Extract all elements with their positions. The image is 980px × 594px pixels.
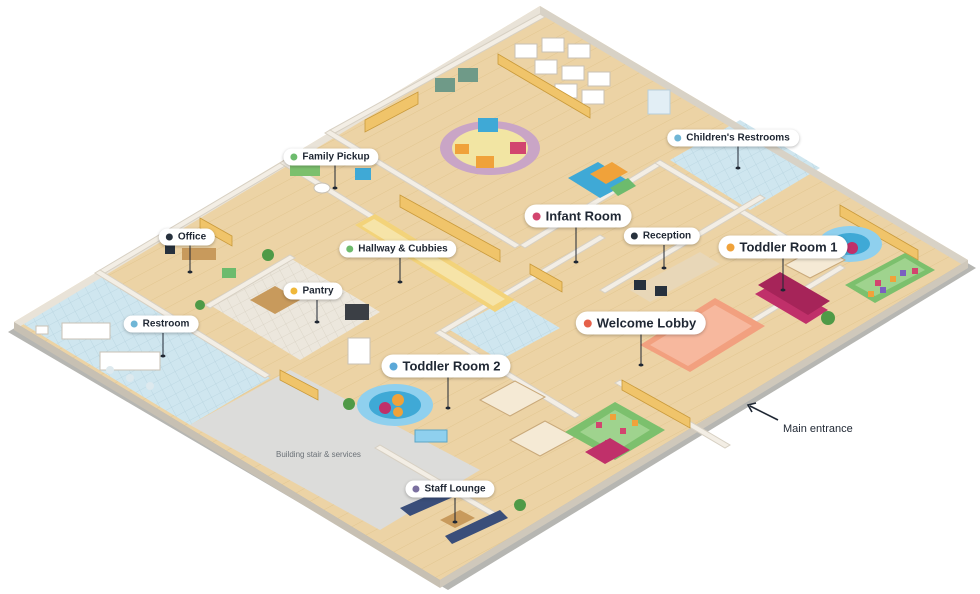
toddler2-restroom-floor (450, 298, 560, 360)
pin-label: Office (177, 231, 207, 243)
pin-staff-lounge[interactable]: Staff Lounge (405, 480, 495, 498)
pin-label: Family Pickup (302, 151, 370, 163)
outer-wall-west (14, 322, 440, 588)
reception-desk (630, 252, 720, 302)
pin-label: Welcome Lobby (596, 315, 697, 331)
pin-hallway-cubbies[interactable]: Hallway & Cubbies (339, 240, 457, 258)
pin-reception[interactable]: Reception (623, 227, 701, 245)
staff-lounge-sofa-b (445, 510, 508, 544)
building-stair-label: Building stair & services (276, 450, 361, 459)
pin-family-pickup[interactable]: Family Pickup (283, 148, 379, 166)
pin-welcome-lobby[interactable]: Welcome Lobby (575, 311, 707, 335)
pin-label: Reception (642, 230, 692, 242)
pin-label: Pantry (302, 285, 334, 297)
staff-lounge-dot (412, 485, 420, 493)
pin-label: Toddler Room 2 (402, 358, 501, 374)
pin-label: Staff Lounge (424, 483, 486, 495)
toddler-room-2-dot (389, 362, 398, 370)
staff-lounge-table (440, 510, 475, 528)
pin-label: Hallway & Cubbies (358, 243, 448, 255)
restroom-floor (20, 275, 270, 425)
pin-label: Toddler Room 1 (739, 239, 838, 255)
pin-childrens-restrooms[interactable]: Children's Restrooms (667, 129, 799, 147)
cribs (514, 37, 611, 105)
toddler-room-1-dot (726, 243, 735, 251)
pin-office[interactable]: Office (158, 228, 216, 246)
pin-label: Restroom (142, 318, 190, 330)
main-entrance-arrow (746, 402, 779, 421)
outer-wall-south (440, 260, 968, 588)
pin-label: Children's Restrooms (686, 132, 790, 144)
pin-label: Infant Room (545, 208, 622, 224)
pin-infant-room[interactable]: Infant Room (524, 204, 632, 228)
toddler2-table-a (478, 380, 547, 417)
infant-room-dot (532, 212, 541, 220)
pin-toddler-room-2[interactable]: Toddler Room 2 (381, 354, 511, 378)
reception-dot (630, 232, 638, 240)
pin-restroom[interactable]: Restroom (123, 315, 199, 333)
family-pickup-dot (290, 153, 298, 161)
main-entrance-label: Main entrance (783, 423, 853, 435)
shelves (199, 53, 919, 429)
pin-toddler-room-1[interactable]: Toddler Room 1 (718, 235, 848, 259)
pantry-dot (290, 287, 298, 295)
office-dot (165, 233, 173, 241)
pin-pantry[interactable]: Pantry (283, 282, 343, 300)
hallway-cubbies-dot (346, 245, 354, 253)
welcome-lobby-dot (583, 319, 592, 327)
pin-leaders (162, 146, 784, 522)
childrens-restrooms-dot (674, 134, 682, 142)
restroom-dot (130, 320, 138, 328)
